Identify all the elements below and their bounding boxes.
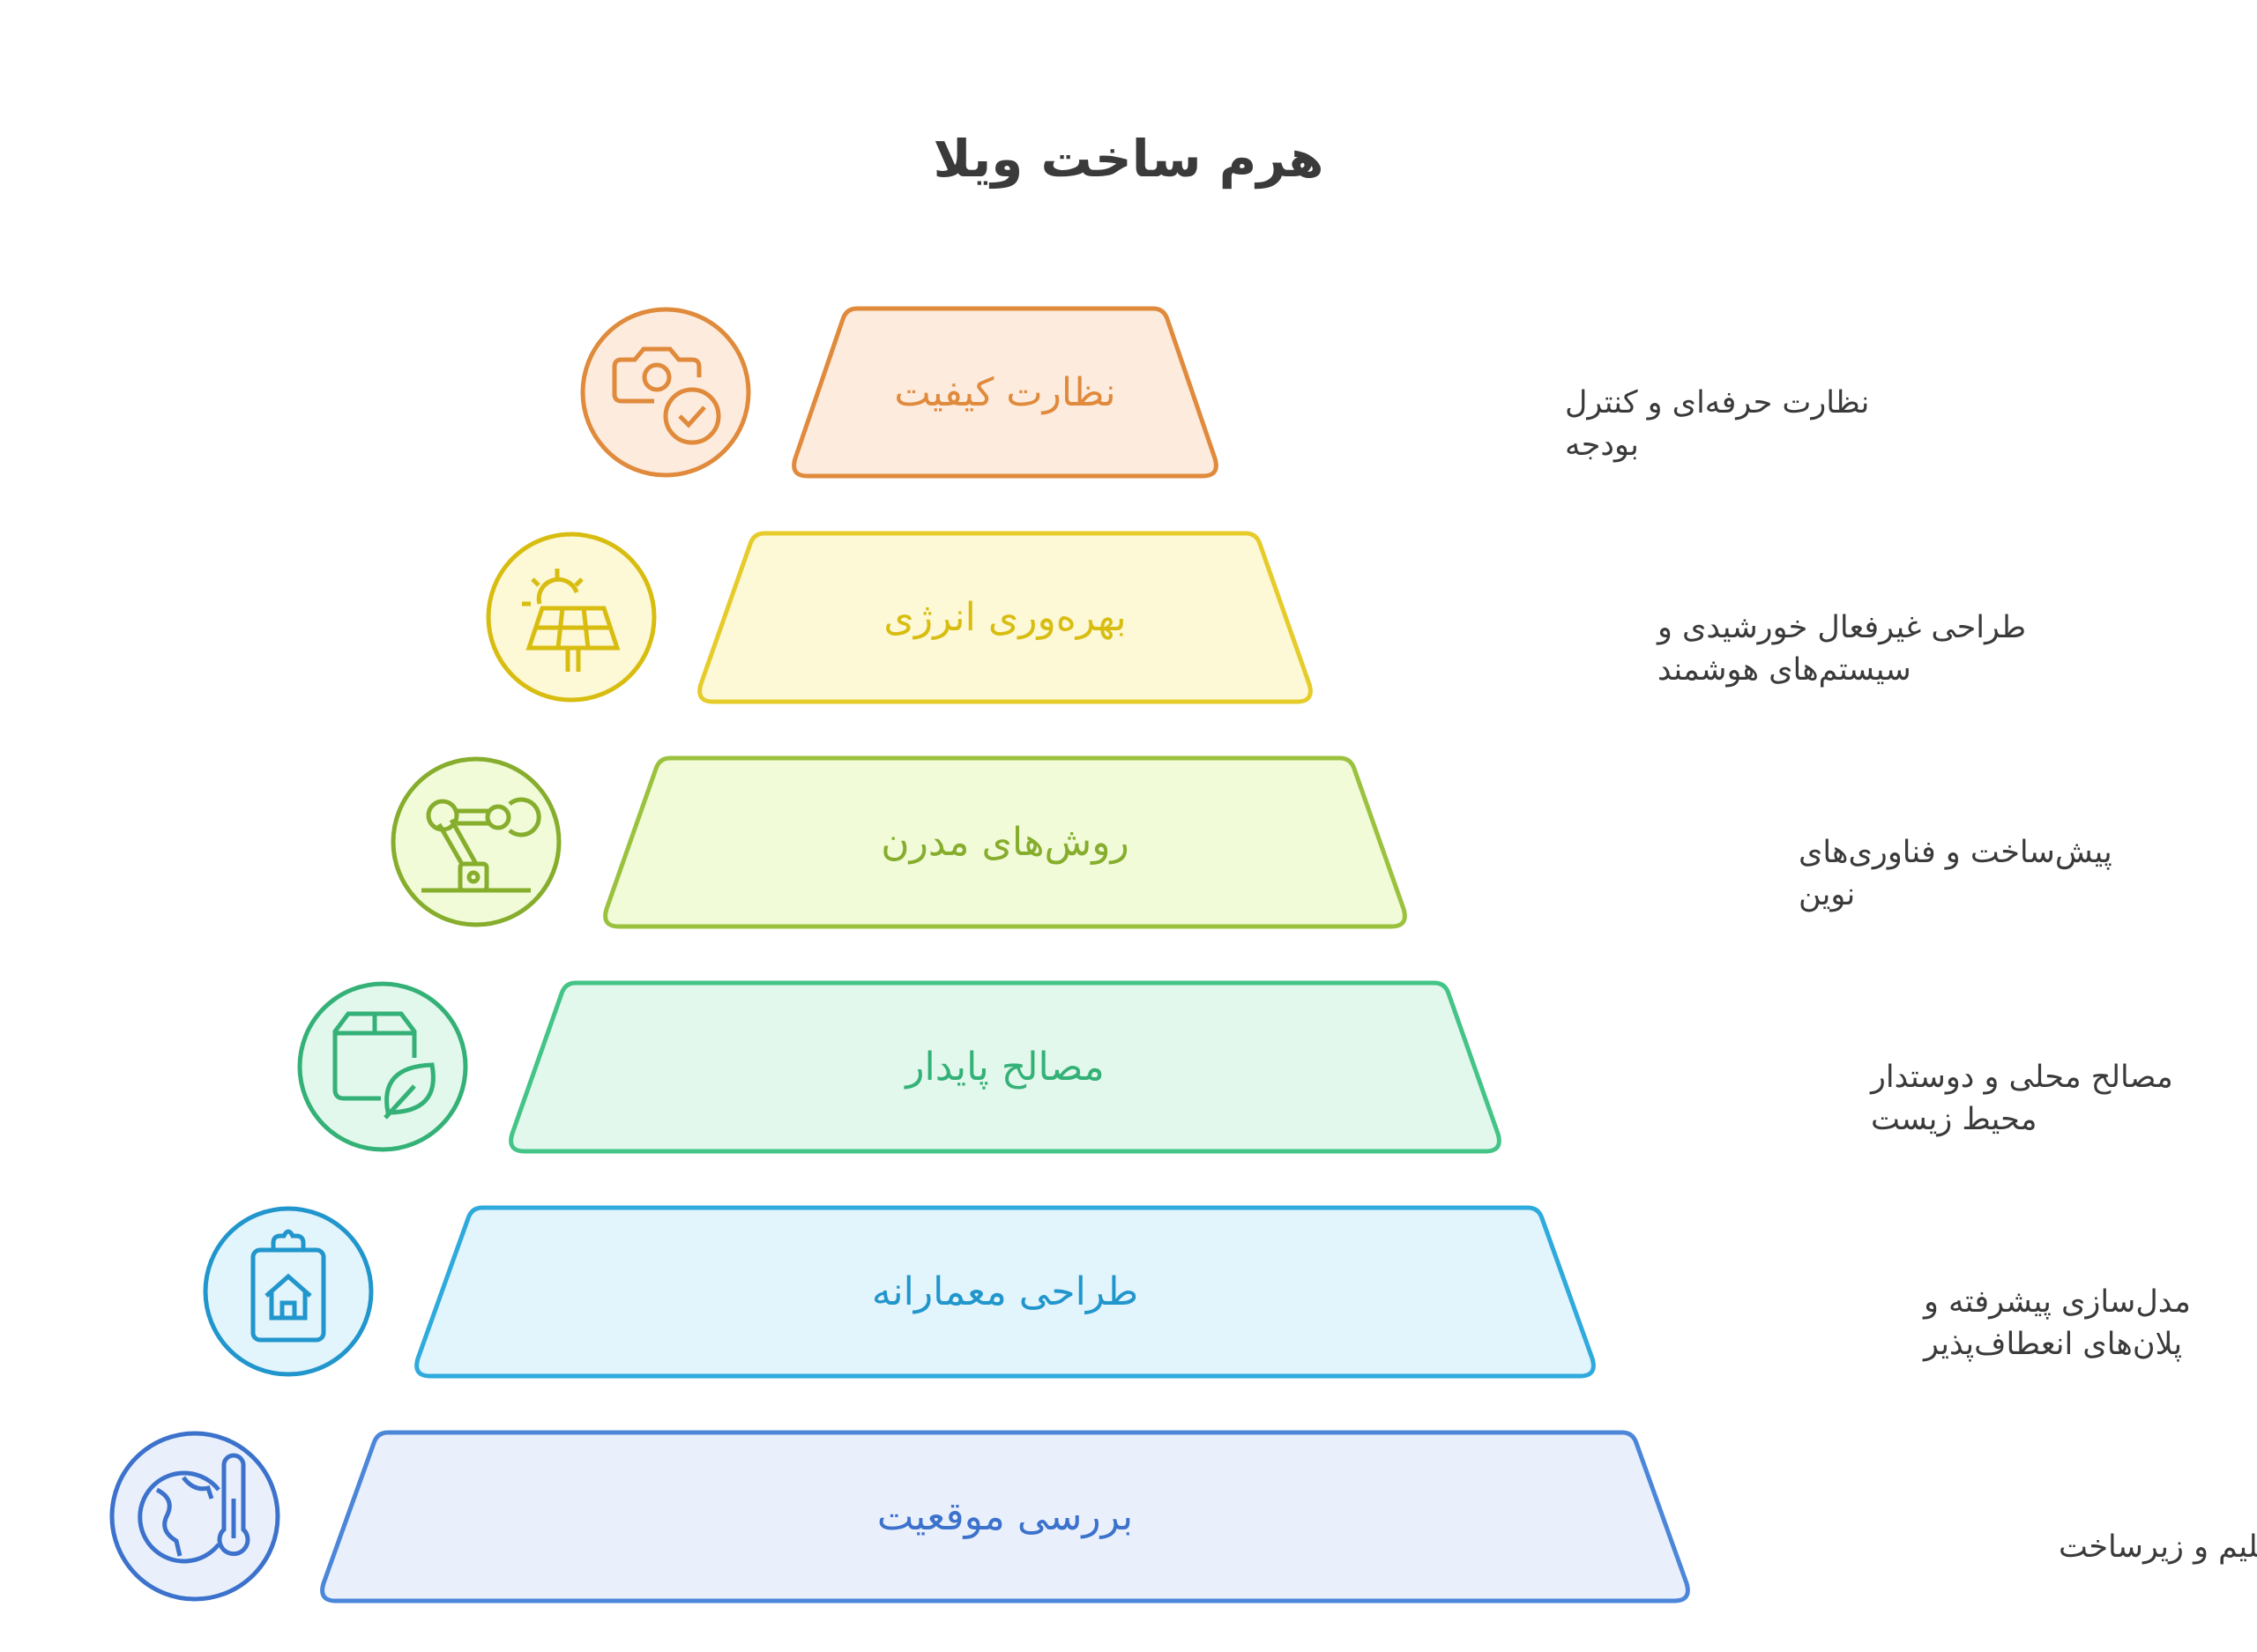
tier-description-line: پیش‌ساخت و فناوری‌های xyxy=(1799,835,2112,870)
tier-description-line: محیط زیست xyxy=(1871,1102,2037,1137)
tier-sustainable-materials: مصالح پایدار مصالح محلی و دوستدار محیط ز… xyxy=(297,980,2173,1154)
tier-label: طراحی معمارانه xyxy=(872,1269,1138,1314)
diagram-title: هرم ساخت ویلا xyxy=(933,129,1323,190)
tier-description-line: مدل‌سازی پیشرفته و xyxy=(1922,1284,2191,1320)
tier-trapezoid xyxy=(603,755,1407,929)
tier-description-line: تحلیل اقلیم و زیرساخت xyxy=(2059,1529,2257,1565)
tier-site-analysis: بررسی موقعیت تحلیل اقلیم و زیرساخت xyxy=(109,1430,2257,1604)
robot-arm-icon xyxy=(391,756,562,927)
tier-energy-efficiency: بهره‌وری انرژی طراحی غیرفعال خورشیدی و س… xyxy=(486,531,2026,704)
tier-description-line: سیستم‌های هوشمند xyxy=(1657,652,1911,688)
house-clipboard-icon xyxy=(203,1206,374,1377)
tier-quality-control: نظارت کیفیت نظارت حرفه‌ای و کنترل بودجه xyxy=(580,306,1869,479)
tier-label: نظارت کیفیت xyxy=(894,370,1115,415)
tier-trapezoid xyxy=(414,1205,1596,1379)
globe-thermometer-icon xyxy=(109,1431,280,1602)
tier-trapezoid xyxy=(320,1430,1690,1604)
tier-label: بررسی موقعیت xyxy=(877,1494,1133,1539)
tier-description-line: مصالح محلی و دوستدار xyxy=(1869,1060,2173,1095)
tier-label: روش‌های مدرن xyxy=(881,820,1128,865)
tier-description-line: پلان‌های انعطاف‌پذیر xyxy=(1922,1327,2182,1362)
tier-label: بهره‌وری انرژی xyxy=(883,595,1126,640)
tier-description-line: طراحی غیرفعال خورشیدی و xyxy=(1656,610,2026,645)
eco-box-icon xyxy=(297,981,468,1152)
tier-modern-methods: روش‌های مدرن پیش‌ساخت و فناوری‌های نوین xyxy=(391,755,2112,929)
tier-trapezoid xyxy=(792,306,1218,479)
tier-trapezoid xyxy=(509,980,1501,1154)
tier-description-line: بودجه xyxy=(1565,428,1639,463)
solar-panel-icon xyxy=(486,532,657,703)
camera-check-icon xyxy=(580,307,751,478)
tier-description-line: نوین xyxy=(1799,877,1855,912)
tier-trapezoid xyxy=(697,531,1313,704)
tier-architectural-design: طراحی معمارانه مدل‌سازی پیشرفته و پلان‌ه… xyxy=(203,1205,2191,1379)
tier-description-line: نظارت حرفه‌ای و کنترل xyxy=(1565,385,1869,420)
tier-label: مصالح پایدار xyxy=(904,1045,1104,1090)
